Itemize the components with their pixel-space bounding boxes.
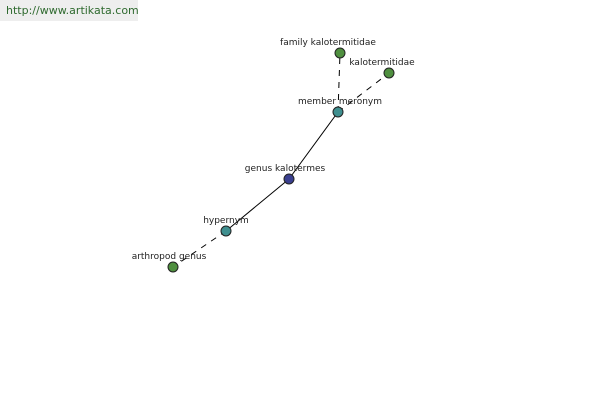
edge-genus-kalotermes-to-hypernym — [225, 178, 290, 232]
node-kalotermitidae[interactable] — [383, 67, 395, 79]
edges-layer — [172, 52, 390, 268]
node-label-family-kalotermitidae: family kalotermitidae — [280, 38, 376, 48]
node-label-genus-kalotermes: genus kalotermes — [245, 164, 326, 174]
node-label-kalotermitidae: kalotermitidae — [349, 58, 415, 68]
node-label-member-meronym: member meronym — [298, 97, 382, 107]
edge-member-meronym-to-family-kalotermitidae — [337, 52, 341, 113]
edge-member-meronym-to-kalotermitidae — [337, 72, 390, 113]
node-hypernym[interactable] — [220, 225, 232, 237]
node-member-meronym[interactable] — [332, 106, 344, 118]
node-arthropod-genus[interactable] — [167, 261, 179, 273]
edge-genus-kalotermes-to-member-meronym — [288, 111, 339, 180]
node-genus-kalotermes[interactable] — [283, 173, 295, 185]
node-label-arthropod-genus: arthropod genus — [132, 252, 207, 262]
watermark-text: http://www.artikata.com — [0, 0, 139, 21]
node-family-kalotermitidae[interactable] — [334, 47, 346, 59]
edge-hypernym-to-arthropod-genus — [172, 230, 227, 268]
nodes-layer — [167, 47, 395, 273]
node-label-hypernym: hypernym — [203, 216, 249, 226]
labels-layer: genus kalotermes member meronym hypernym fa… — [132, 38, 415, 262]
